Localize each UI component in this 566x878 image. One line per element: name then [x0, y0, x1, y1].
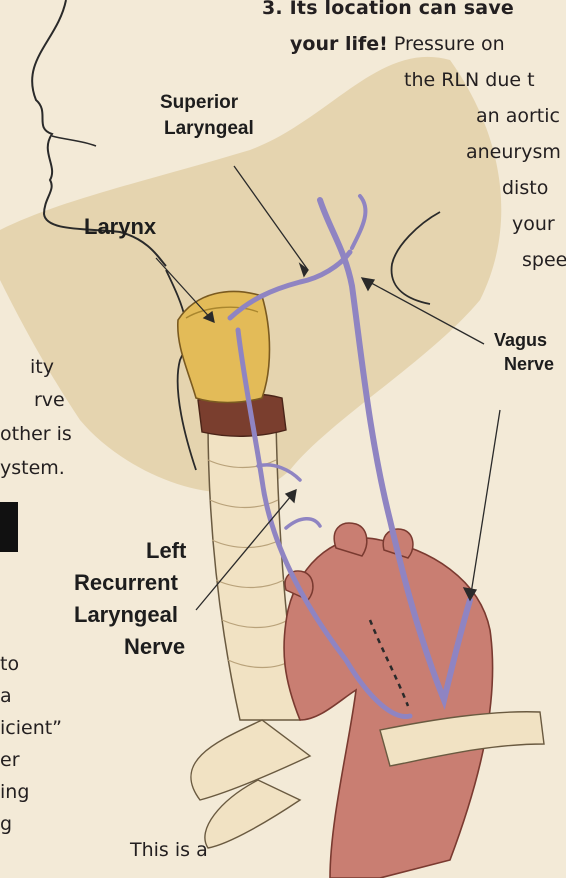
sidebar-line-5: disto [502, 176, 548, 200]
sidebar-heading: 3. Its location can save [262, 0, 514, 20]
label-vagus-1: Vagus [494, 330, 547, 351]
label-larynx: Larynx [84, 214, 156, 240]
label-vagus-2: Nerve [504, 354, 554, 375]
sidebar-line-3: an aortic [476, 104, 560, 128]
black-block [0, 502, 18, 552]
left-fragment-a-4: ystem. [0, 456, 65, 480]
sidebar-line-1: your life! Pressure on [290, 32, 505, 56]
label-recurrent-1: Left [146, 538, 186, 564]
left-fragment-b-4: er [0, 748, 20, 772]
left-fragment-a-1: ity [30, 355, 54, 379]
label-recurrent-4: Nerve [124, 634, 185, 660]
sidebar-line-6: your [512, 212, 555, 236]
sidebar-bold-lead: your life! [290, 33, 388, 55]
sidebar-line-7: spee [522, 248, 566, 272]
label-superior-laryngeal-2: Laryngeal [164, 118, 254, 140]
bottom-text: This is a [130, 838, 208, 862]
left-fragment-b-3: icient” [0, 716, 62, 740]
nerve-branch-lower [286, 519, 320, 528]
sidebar-line-4: aneurysm [466, 140, 561, 164]
leader-vagus-lower [470, 410, 500, 600]
sidebar-line-2: the RLN due t [404, 68, 535, 92]
sidebar-rest-first: Pressure on [388, 33, 505, 55]
left-fragment-b-2: a [0, 684, 12, 708]
left-fragment-b-6: g [0, 812, 12, 836]
label-recurrent-3: Laryngeal [74, 602, 178, 628]
left-fragment-a-2: rve [34, 388, 65, 412]
larynx-cartilage [178, 291, 270, 402]
lip-line [52, 136, 96, 146]
left-fragment-b-5: ing [0, 780, 29, 804]
label-superior-laryngeal-1: Superior [160, 92, 238, 114]
left-fragment-b-1: to [0, 652, 19, 676]
left-fragment-a-3: other is [0, 422, 72, 446]
label-recurrent-2: Recurrent [74, 570, 178, 596]
